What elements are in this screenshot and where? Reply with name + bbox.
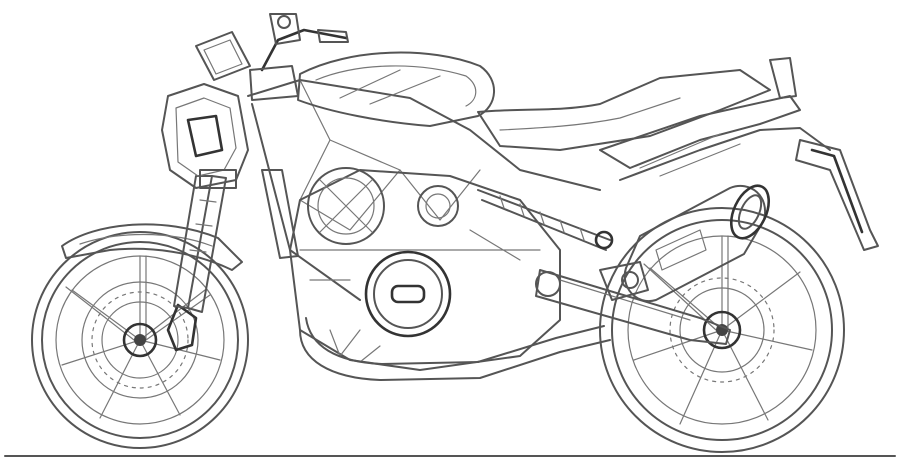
exhaust-muffler	[623, 184, 771, 303]
tail-light	[769, 57, 797, 99]
exhaust-header	[299, 317, 611, 381]
seat	[477, 69, 771, 151]
rear-set	[599, 261, 649, 301]
clutch-cover	[364, 250, 452, 338]
cylinder-head	[307, 167, 385, 245]
headlight	[161, 83, 249, 189]
rear-brake-disc	[669, 277, 775, 383]
engine	[289, 167, 561, 371]
tail	[599, 57, 831, 181]
front-fork	[173, 175, 227, 313]
front-hub	[122, 322, 158, 358]
rear-hugger	[795, 139, 879, 251]
fuel-tank	[297, 51, 495, 127]
front-fender	[61, 223, 243, 271]
instrument-cluster	[195, 31, 251, 81]
front-brake-disc	[81, 281, 199, 399]
front-brake-caliper	[166, 303, 198, 352]
swingarm	[535, 269, 731, 345]
front-wheel	[31, 231, 249, 449]
rear-shock	[477, 189, 614, 251]
frame	[247, 79, 601, 301]
